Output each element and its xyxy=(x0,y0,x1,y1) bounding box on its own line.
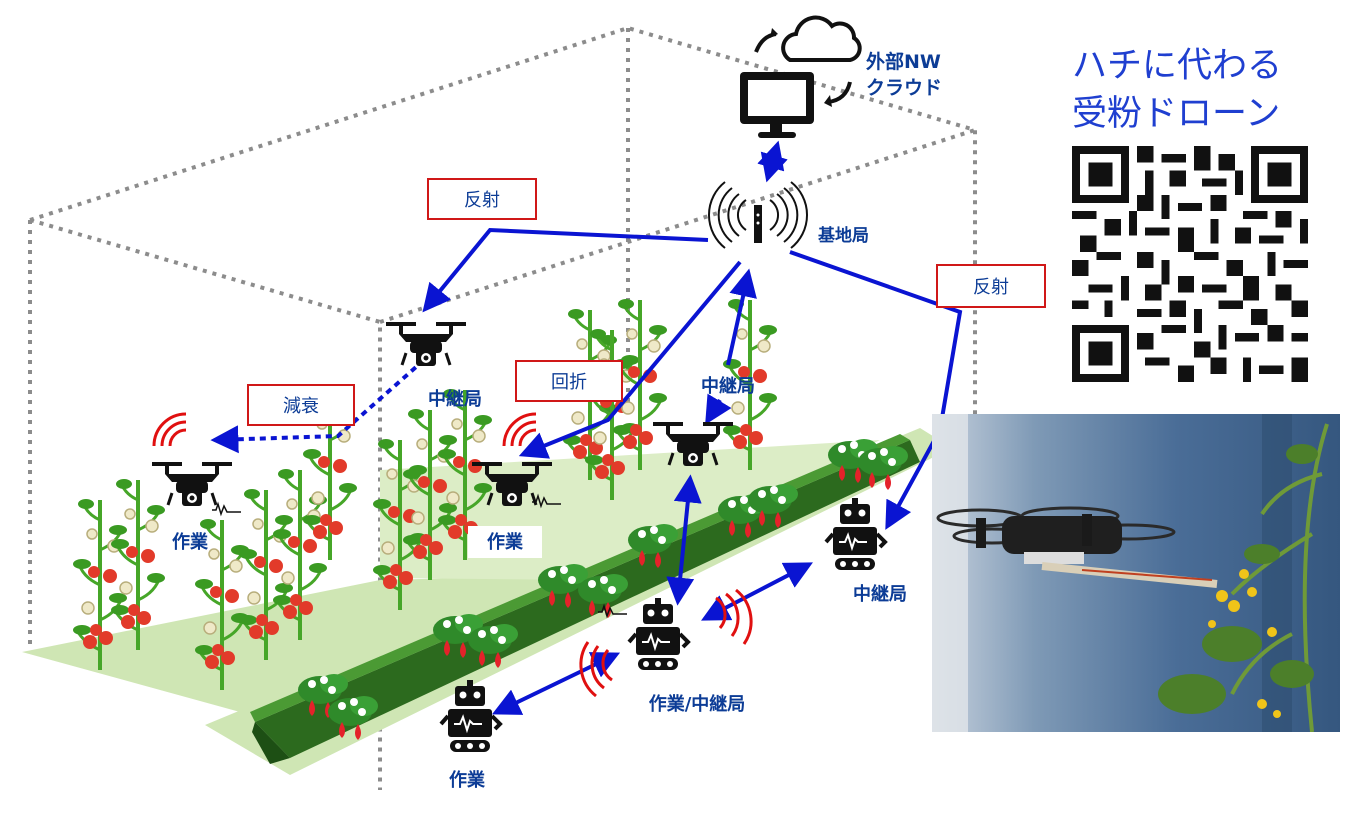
reflect-right-label: 反射 xyxy=(973,277,1009,298)
relay-robot-right-label: 中継局 xyxy=(853,583,907,605)
signal-trace-center xyxy=(532,493,561,509)
reflect-left-box: 反射 xyxy=(427,178,537,220)
pollination-drone-photo xyxy=(932,414,1340,732)
reflect-left-label: 反射 xyxy=(464,190,500,211)
signal-waves-center xyxy=(502,412,538,448)
work-drone-center-label: 作業 xyxy=(487,531,524,553)
promo-line2: 受粉ドローン xyxy=(1072,94,1281,134)
fold-box: 回折 xyxy=(515,360,623,402)
relay-drone-center-label: 中継局 xyxy=(701,375,755,397)
work-drone-left-label: 作業 xyxy=(172,531,209,553)
signal-waves-left xyxy=(152,412,188,448)
fold-label: 回折 xyxy=(551,372,587,393)
antenna-icon xyxy=(708,181,808,249)
work-relay-robot xyxy=(627,596,690,672)
promo-line1: ハチに代わる xyxy=(1072,46,1283,86)
photo-drone xyxy=(936,506,1218,588)
attenuation-label: 減衰 xyxy=(283,396,319,417)
cloud-icon xyxy=(754,15,862,107)
relay-drone-top-label: 中継局 xyxy=(428,388,482,410)
signal-trace-robot xyxy=(598,603,627,619)
greenhouse-frame xyxy=(28,25,977,790)
attenuation-box: 減衰 xyxy=(247,384,355,426)
relay-robot-right xyxy=(824,496,887,572)
relay-drone-top xyxy=(384,320,468,368)
signal-waves-robot xyxy=(579,588,753,698)
base-station-label: 基地局 xyxy=(817,225,869,246)
work-drone-center-bg xyxy=(468,526,542,558)
cloud-label-line1: 外部NW xyxy=(866,50,941,73)
communication-links xyxy=(210,140,963,715)
qr-code-icon[interactable] xyxy=(1072,146,1308,382)
work-relay-robot-label: 作業/中継局 xyxy=(649,693,746,715)
signal-trace-left xyxy=(212,501,241,517)
monitor-icon xyxy=(740,72,814,138)
reflect-right-box: 反射 xyxy=(936,264,1046,308)
promo-title: ハチに代わる 受粉ドローン xyxy=(1072,42,1332,138)
work-robot-bottom-label: 作業 xyxy=(449,769,486,791)
work-drone-left xyxy=(150,460,234,508)
cloud-label-line2: クラウド xyxy=(866,77,942,99)
